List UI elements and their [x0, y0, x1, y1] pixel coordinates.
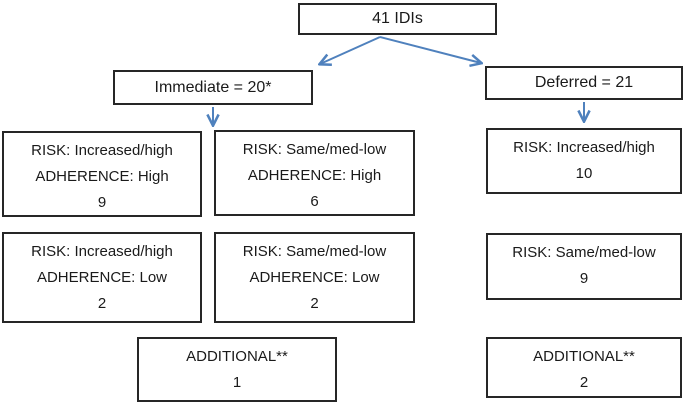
arrow-root-to-immediate [320, 36, 381, 64]
node-immediate-label: Immediate = 20* [154, 78, 272, 96]
additional-label: ADDITIONAL** [533, 348, 635, 365]
adherence-label: ADHERENCE: Low [36, 269, 168, 286]
node-total-idis: 41 IDIs [298, 3, 497, 35]
count-value: 9 [579, 270, 589, 287]
node-additional-deferred: ADDITIONAL** 2 [486, 337, 682, 398]
node-imm-risk-low-adh-high: RISK: Same/med-low ADHERENCE: High 6 [214, 130, 415, 216]
node-deferred: Deferred = 21 [485, 66, 683, 100]
node-imm-risk-high-adh-high: RISK: Increased/high ADHERENCE: High 9 [2, 131, 202, 217]
count-value: 2 [310, 295, 319, 312]
count-value: 1 [232, 374, 242, 391]
count-value: 10 [575, 165, 593, 182]
adherence-label: ADHERENCE: High [35, 168, 169, 185]
count-value: 9 [97, 194, 107, 211]
node-total-idis-label: 41 IDIs [372, 10, 423, 27]
risk-label: RISK: Same/med-low [242, 141, 387, 158]
risk-label: RISK: Increased/high [31, 142, 173, 159]
count-value: 6 [310, 193, 319, 210]
node-def-risk-high: RISK: Increased/high 10 [486, 128, 682, 194]
node-additional-immediate: ADDITIONAL** 1 [137, 337, 337, 402]
node-deferred-label: Deferred = 21 [534, 74, 634, 91]
node-def-risk-low: RISK: Same/med-low 9 [486, 233, 682, 300]
risk-label: RISK: Increased/high [513, 139, 655, 156]
arrow-root-to-deferred [379, 36, 481, 63]
count-value: 2 [97, 295, 107, 312]
adherence-label: ADHERENCE: High [247, 167, 382, 184]
risk-label: RISK: Same/med-low [242, 243, 387, 260]
risk-label: RISK: Increased/high [31, 243, 173, 260]
risk-label: RISK: Same/med-low [512, 244, 656, 261]
count-value: 2 [579, 374, 589, 391]
node-immediate: Immediate = 20* [113, 70, 313, 105]
node-imm-risk-low-adh-low: RISK: Same/med-low ADHERENCE: Low 2 [214, 232, 415, 323]
adherence-label: ADHERENCE: Low [249, 269, 380, 286]
node-imm-risk-high-adh-low: RISK: Increased/high ADHERENCE: Low 2 [2, 232, 202, 323]
additional-label: ADDITIONAL** [186, 348, 288, 365]
